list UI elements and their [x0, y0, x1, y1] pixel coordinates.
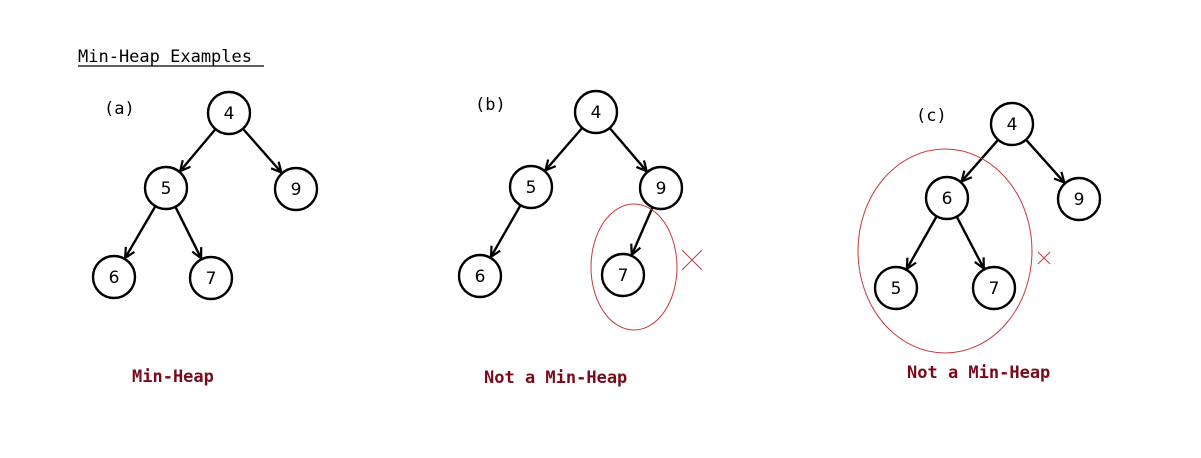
- node-circle-b-left: [508, 164, 554, 210]
- node-value-c-left: 6: [942, 189, 953, 209]
- tree-node-c-left: 6: [924, 175, 970, 221]
- node-value-a-left-right: 7: [206, 269, 217, 289]
- edge-c-root-to-c-right: [1025, 139, 1066, 185]
- node-value-b-root: 4: [591, 103, 602, 123]
- node-circle-c-root: [989, 101, 1035, 147]
- tree-node-c-left-right: 7: [971, 265, 1017, 311]
- edge-c-left-to-c-left-right: [956, 216, 985, 271]
- edge-a-left-to-a-left-right: [174, 207, 203, 261]
- tree-node-c-root: 4: [989, 101, 1035, 147]
- tree-node-b-left: 5: [508, 164, 554, 210]
- caption-a: Min-Heap: [132, 367, 214, 387]
- panel-label-a: (a): [104, 99, 135, 119]
- node-circle-a-right: [273, 166, 319, 212]
- panel-label-c: (c): [916, 106, 947, 126]
- edge-b-right-to-b-right-left: [630, 207, 654, 258]
- caption-c: Not a Min-Heap: [907, 363, 1050, 383]
- node-value-c-left-left: 5: [891, 279, 902, 299]
- nodes-layer: 4 5 9 6 7 4 5 9 6 7 4 6 9 5 7: [91, 89, 1102, 311]
- tree-node-c-right: 9: [1056, 176, 1102, 222]
- edge-b-root-to-b-left: [543, 127, 583, 173]
- edge-c-left-to-c-left-left: [905, 216, 938, 271]
- edge-a-left-to-a-left-left: [123, 206, 156, 261]
- node-circle-c-right: [1056, 176, 1102, 222]
- tree-node-a-left-left: 6: [91, 254, 137, 300]
- tree-node-a-right: 9: [273, 166, 319, 212]
- tree-node-b-right: 9: [638, 165, 684, 211]
- edge-b-left-to-b-left-left: [489, 205, 522, 260]
- node-circle-a-left-left: [91, 254, 137, 300]
- node-value-c-right: 9: [1074, 190, 1085, 210]
- violation-ring-c: [857, 148, 1033, 354]
- node-circle-c-left-left: [873, 265, 919, 311]
- node-value-b-right-left: 7: [618, 266, 629, 286]
- node-value-c-left-right: 7: [989, 279, 1000, 299]
- node-circle-c-left: [924, 175, 970, 221]
- node-value-a-right: 9: [291, 180, 302, 200]
- tree-node-a-left-right: 7: [188, 255, 234, 301]
- violation-ring-b: [590, 203, 678, 331]
- edge-a-root-to-a-left: [178, 129, 216, 174]
- labels-layer: (a) Min-Heap (b) Not a Min-Heap (c) Not a Min…: [104, 95, 1050, 388]
- node-circle-a-root: [206, 90, 252, 136]
- node-circle-b-root: [573, 89, 619, 135]
- node-value-b-right: 9: [656, 179, 667, 199]
- node-circle-c-left-right: [971, 265, 1017, 311]
- caption-b: Not a Min-Heap: [484, 368, 627, 388]
- node-value-c-root: 4: [1007, 115, 1018, 135]
- node-value-a-left: 5: [161, 179, 172, 199]
- node-value-b-left: 5: [526, 178, 537, 198]
- violation-x-mark-b: [681, 249, 703, 271]
- edge-c-root-to-c-left: [959, 139, 999, 184]
- node-value-b-left-left: 6: [475, 267, 486, 287]
- node-value-a-root: 4: [224, 104, 235, 124]
- edges-layer: [123, 127, 1066, 271]
- node-circle-b-right: [638, 165, 684, 211]
- node-circle-b-left-left: [457, 253, 503, 299]
- edge-a-root-to-a-right: [242, 128, 284, 175]
- page-title: Min-Heap Examples: [78, 47, 252, 67]
- node-circle-a-left-right: [188, 255, 234, 301]
- node-value-a-left-left: 6: [109, 268, 120, 288]
- edge-b-root-to-b-right: [609, 127, 649, 174]
- node-circle-a-left: [143, 165, 189, 211]
- tree-node-c-left-left: 5: [873, 265, 919, 311]
- tree-node-a-root: 4: [206, 90, 252, 136]
- tree-node-a-left: 5: [143, 165, 189, 211]
- annotations-layer: [590, 148, 1051, 354]
- violation-x-mark-c: [1037, 251, 1051, 265]
- tree-node-b-right-left: 7: [600, 252, 646, 298]
- panel-label-b: (b): [475, 95, 506, 115]
- tree-node-b-root: 4: [573, 89, 619, 135]
- tree-node-b-left-left: 6: [457, 253, 503, 299]
- node-circle-b-right-left: [600, 252, 646, 298]
